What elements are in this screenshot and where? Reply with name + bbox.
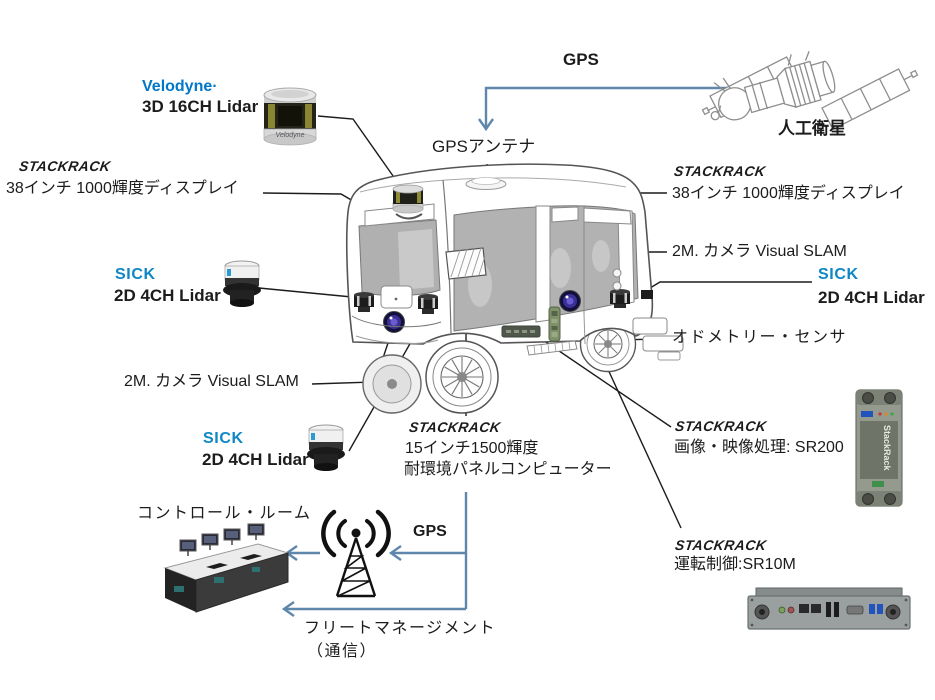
bus-corner-lidar-front-right — [418, 294, 438, 314]
arrow-satellite-to-antenna — [484, 86, 812, 127]
bus-front-camera — [383, 311, 405, 333]
sick-lidar-image-bottom — [307, 424, 345, 471]
bus-panel-pc — [445, 247, 487, 280]
gps-ground-label: GPS — [413, 523, 447, 540]
satellite-image — [701, 51, 919, 131]
bus-corner-lidar-rear — [610, 289, 630, 308]
sick-model-label: 2D 4CH Lidar — [818, 288, 925, 307]
control-room-label: コントロール・ルーム — [137, 505, 312, 522]
image-processor-label: 画像・映像処理: SR200 — [674, 439, 844, 456]
bus-rear-bumper — [632, 317, 684, 361]
velodyne-model-label: 3D 16CH Lidar — [142, 97, 259, 116]
bus-side-display-strip — [583, 207, 632, 225]
bus-corner-lidar-rear-edge — [641, 290, 653, 299]
fleet-management-label-2: （通信） — [307, 643, 378, 660]
sr10m-device-image — [747, 587, 911, 630]
bus-roof-lidar — [392, 184, 424, 220]
gps-downlink-label: GPS — [563, 50, 599, 69]
stackrack-logo: STACKRACK — [18, 158, 112, 174]
drive-controller-label: 運転制御:SR10M — [674, 556, 796, 573]
bus-drawing — [346, 163, 684, 414]
arrowhead-left-icon — [388, 545, 402, 561]
radio-tower-icon — [321, 509, 391, 598]
bus-door-pillar — [535, 205, 551, 323]
velodyne-brand-label: Velodyne· — [142, 78, 218, 95]
leader-sick-right — [636, 281, 812, 297]
leader-sick-left — [258, 287, 353, 298]
bus-rear-light — [612, 281, 622, 291]
front-camera-label: 2M. カメラ Visual SLAM — [124, 373, 299, 390]
bus-side-display-strip — [551, 206, 579, 223]
sick-model-label: 2D 4CH Lidar — [114, 286, 221, 305]
side-camera-label: 2M. カメラ Visual SLAM — [672, 243, 847, 260]
control-room-image — [163, 523, 290, 613]
panel-pc-label-2: 耐環境パネルコンピューター — [404, 461, 612, 478]
gps-antenna-label: GPSアンテナ — [432, 137, 536, 156]
bus-front-panel — [380, 285, 413, 309]
front-display-label: 38インチ 1000輝度ディスプレイ — [6, 180, 239, 197]
gps-flow-arrows — [281, 86, 812, 617]
satellite-label: 人工衛星 — [778, 119, 846, 138]
monitor-icon — [179, 523, 265, 556]
bus-odometry-sensor-strip — [548, 306, 561, 342]
leader-sr10m — [599, 351, 682, 529]
bus-rear-light — [612, 268, 622, 278]
bus-route-sign — [501, 325, 541, 338]
sick-brand-label: SICK — [115, 266, 156, 283]
leader-sr200 — [539, 337, 672, 428]
odometry-label: オドメトリー・センサ — [672, 329, 848, 346]
velodyne-device-label: Velodyne — [276, 132, 305, 139]
side-display-label: 38インチ 1000輝度ディスプレイ — [672, 185, 905, 202]
panel-pc-label-1: 15インチ1500輝度 — [405, 440, 539, 457]
bus-side-camera — [559, 290, 581, 312]
sr200-device-brand: StackRack — [882, 425, 892, 472]
bus-door-step — [526, 340, 578, 356]
stackrack-logo: STACKRACK — [674, 418, 768, 434]
bus-front-bumper — [351, 315, 442, 328]
bus-rear-left-wheel — [362, 354, 422, 414]
bus-corner-lidar-front-left — [354, 292, 374, 312]
sick-brand-label: SICK — [818, 266, 859, 283]
sr200-device-image: StackRack — [855, 389, 903, 507]
sick-lidar-image-left — [223, 260, 261, 307]
stackrack-logo: STACKRACK — [674, 537, 768, 553]
sick-model-label: 2D 4CH Lidar — [202, 450, 309, 469]
bus-gps-antenna — [465, 177, 507, 190]
stackrack-logo: STACKRACK — [408, 419, 502, 435]
bus-front-wheel — [425, 340, 499, 414]
arrowhead-left-icon — [281, 601, 295, 617]
leader-velodyne — [317, 115, 399, 184]
fleet-management-label-1: フリートマネージメント — [304, 620, 497, 637]
stackrack-logo: STACKRACK — [673, 163, 767, 179]
arrowhead-down-icon — [478, 118, 494, 132]
sick-brand-label: SICK — [203, 430, 244, 447]
velodyne-lidar-image: Velodyne — [263, 87, 317, 146]
